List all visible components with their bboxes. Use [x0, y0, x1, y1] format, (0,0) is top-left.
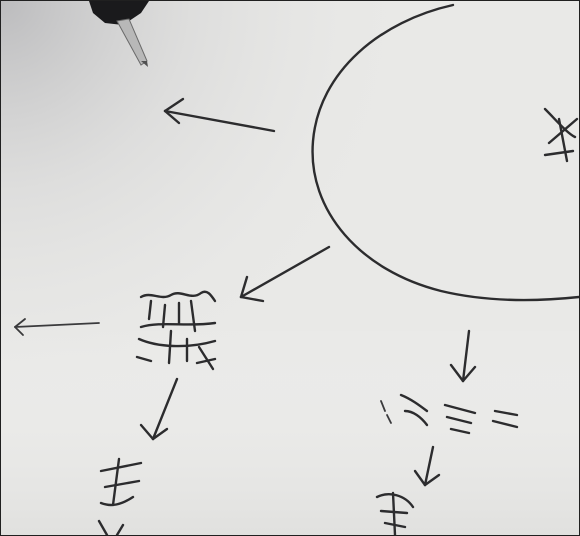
handwriting-bottom-left	[99, 459, 141, 535]
circle-character-stroke	[545, 109, 577, 161]
handwriting-bottom-center	[377, 493, 413, 535]
handwriting-right-center	[381, 395, 517, 433]
handwriting-word-left	[137, 292, 215, 369]
